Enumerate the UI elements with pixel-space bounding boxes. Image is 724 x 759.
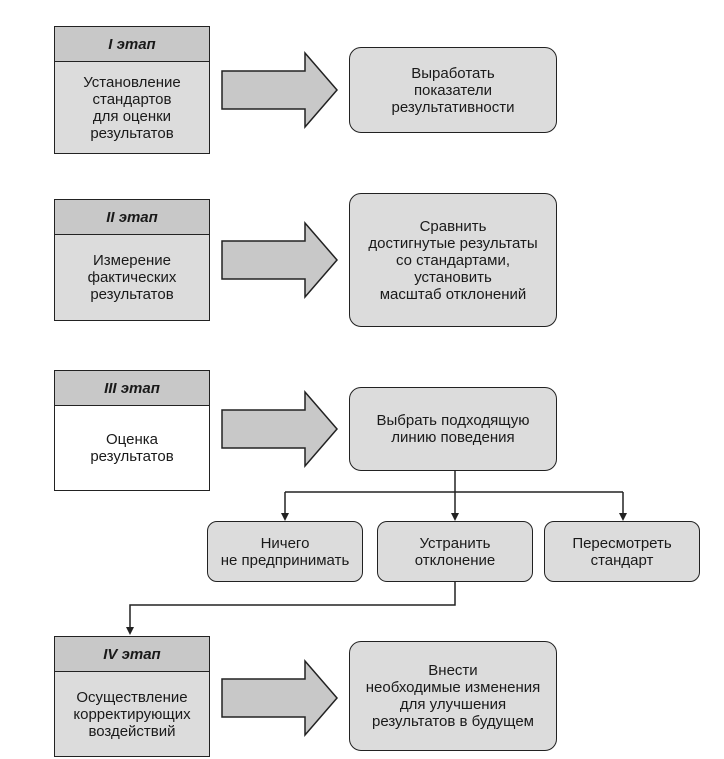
feedback-arrowhead — [126, 627, 134, 635]
feedback-line — [129, 582, 456, 627]
stage-3-box: III этап Оценка результатов — [54, 370, 210, 491]
stage-1-header: I этап — [55, 27, 209, 62]
option-eliminate-deviation-box: Устранить отклонение — [377, 521, 533, 582]
stage-3-header: III этап — [55, 371, 209, 406]
stage-1-box: I этап Установление стандартов для оценк… — [54, 26, 210, 154]
stage-2-box: II этап Измерение фактических результато… — [54, 199, 210, 321]
branch-right-arrowhead — [619, 513, 627, 521]
stage-4-description: Осуществление корректирующих воздействий — [55, 672, 209, 756]
outcome-3-box: Выбрать подходящую линию поведения — [349, 387, 557, 471]
stage-2-header: II этап — [55, 200, 209, 235]
stage2-arrow — [221, 220, 338, 300]
outcome-1-box: Выработать показатели результативности — [349, 47, 557, 133]
stage3-arrow — [221, 389, 338, 469]
branch-left-arrowhead — [281, 513, 289, 521]
stage-4-box: IV этап Осуществление корректирующих воз… — [54, 636, 210, 757]
option-do-nothing-box: Ничего не предпринимать — [207, 521, 363, 582]
stage-4-header: IV этап — [55, 637, 209, 672]
outcome-4-box: Внести необходимые изменения для улучшен… — [349, 641, 557, 751]
branch-center-arrowhead — [451, 513, 459, 521]
stage-3-description: Оценка результатов — [90, 431, 174, 465]
outcome-2-box: Сравнить достигнутые результаты со станд… — [349, 193, 557, 327]
stage4-arrow — [221, 658, 338, 738]
stage-2-description: Измерение фактических результатов — [55, 235, 209, 320]
stage1-arrow — [221, 50, 338, 130]
stage-1-description: Установление стандартов для оценки резул… — [55, 62, 209, 153]
option-revise-standard-box: Пересмотреть стандарт — [544, 521, 700, 582]
